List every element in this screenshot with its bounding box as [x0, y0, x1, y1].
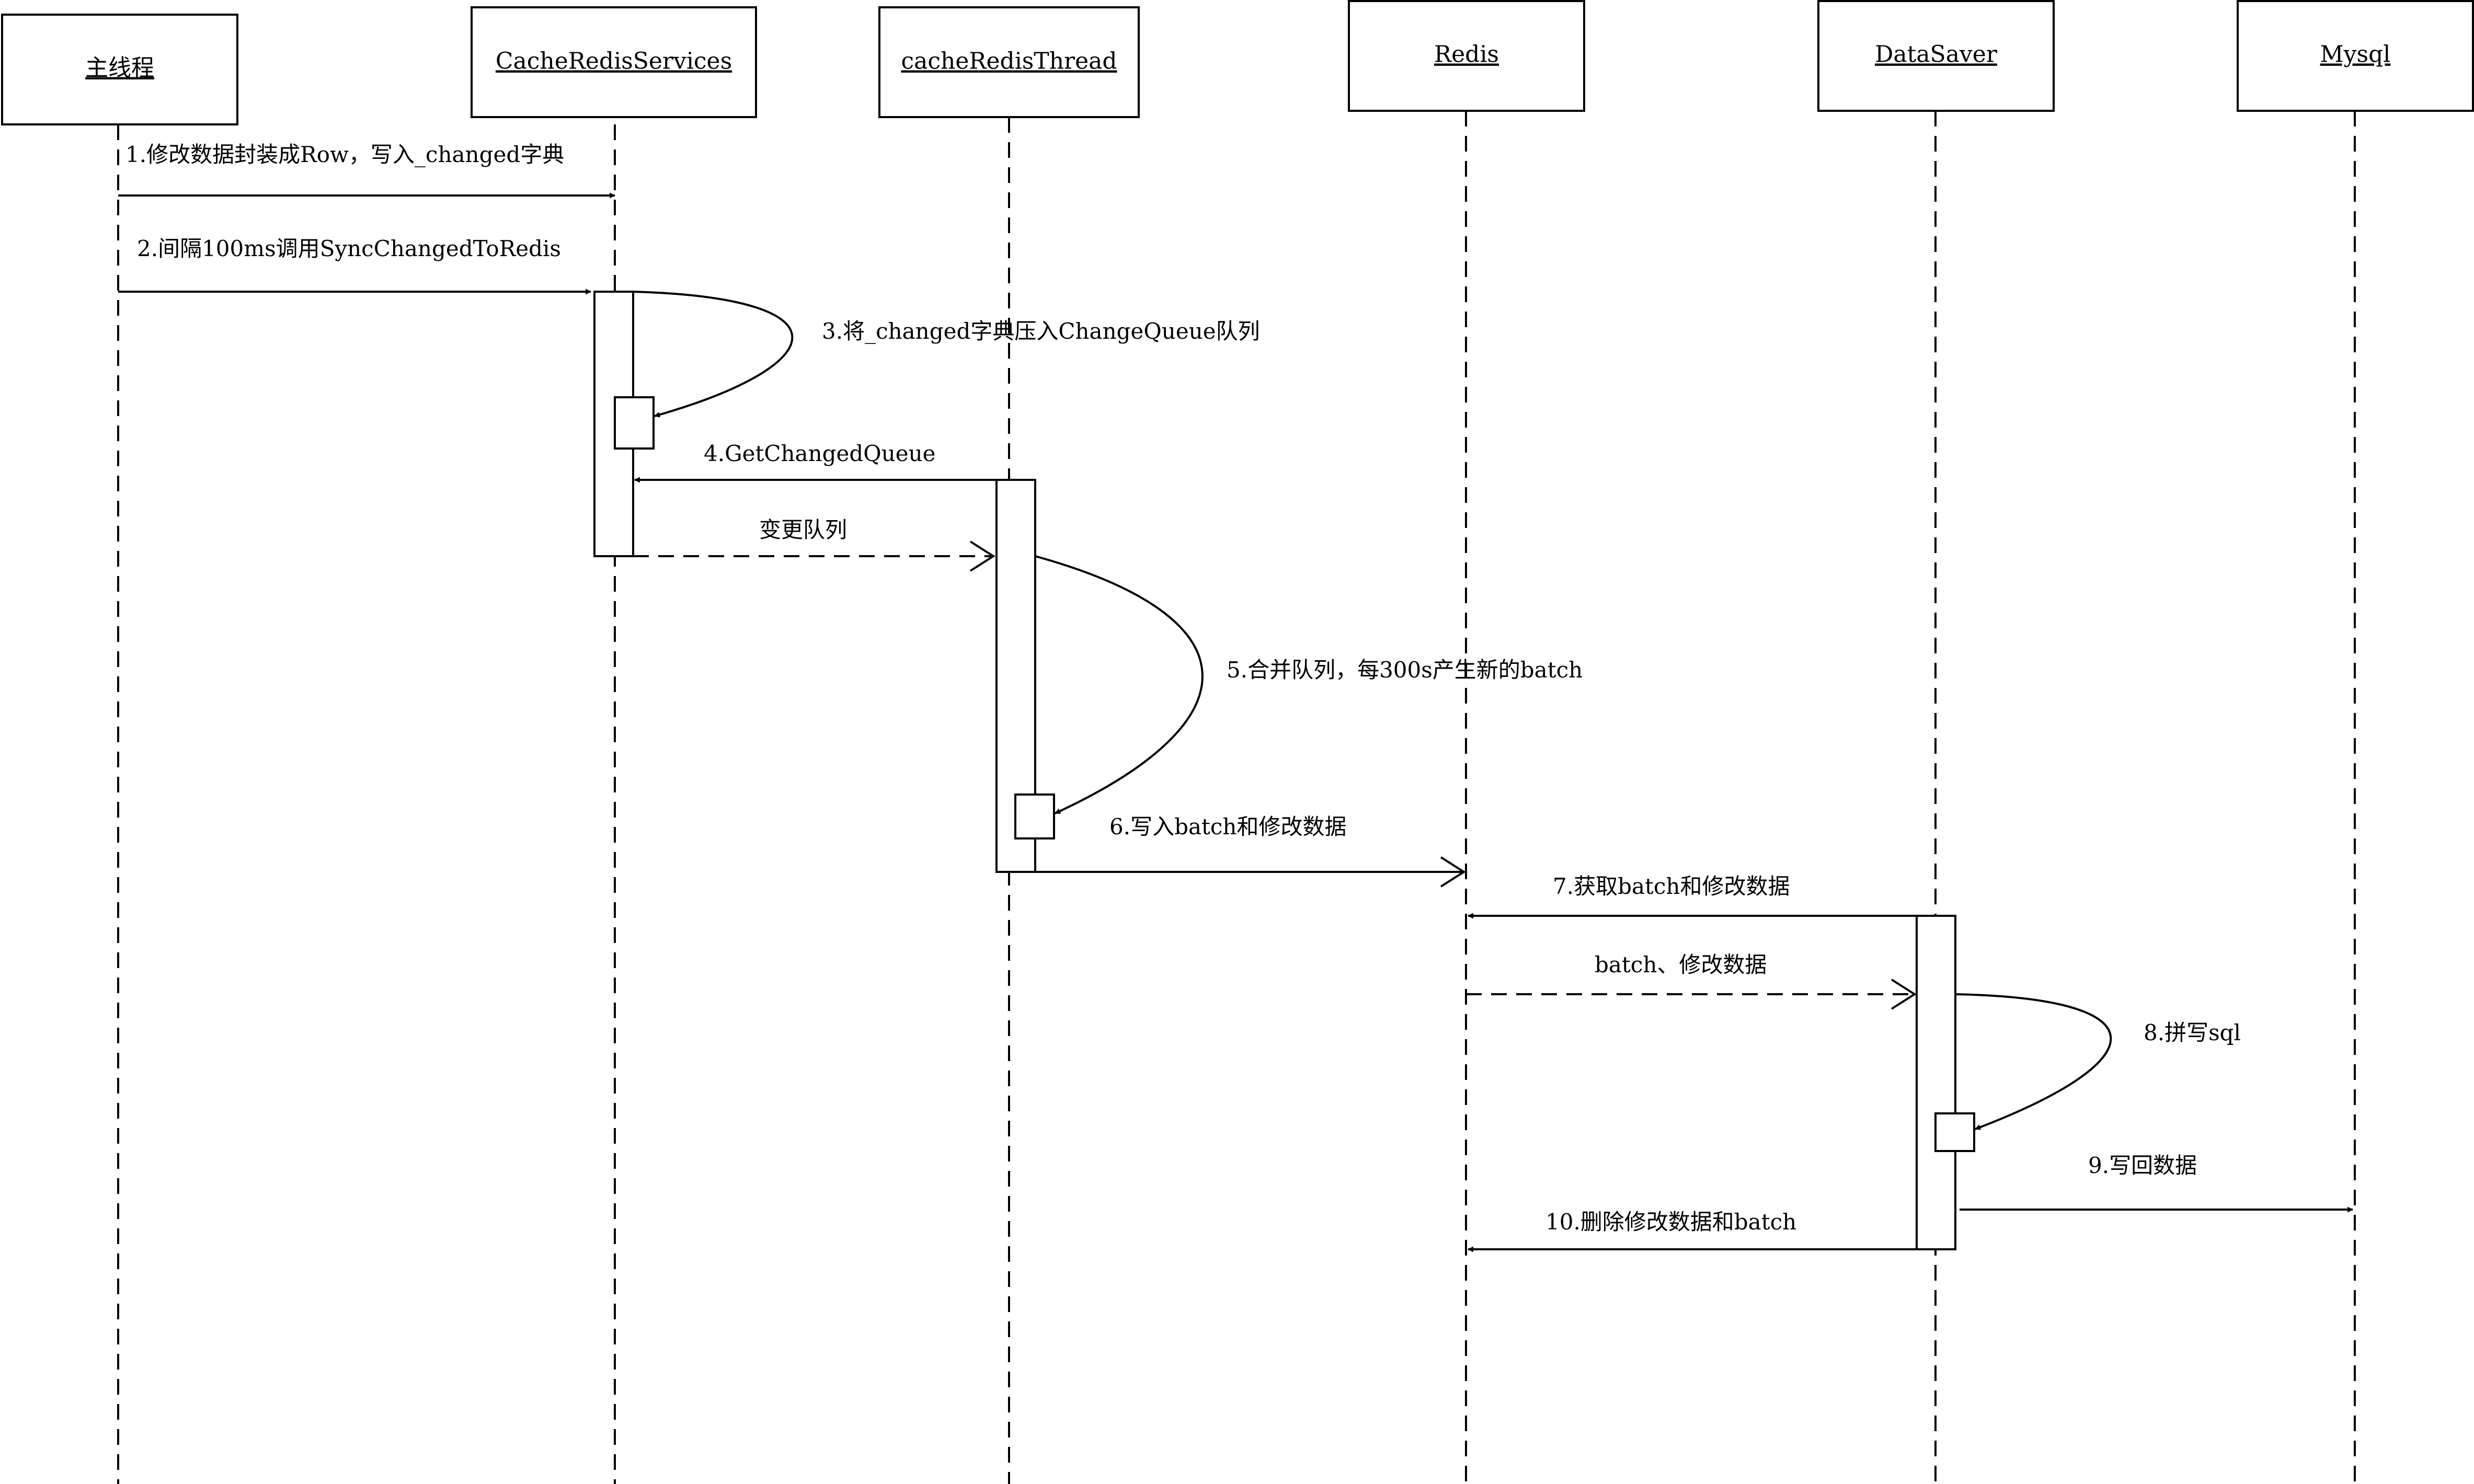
message-2-label: 2.间隔100ms调用SyncChangedToRedis [137, 236, 561, 261]
message-6-arrowhead [1440, 856, 1466, 888]
return-batch-data-label: batch、修改数据 [1595, 952, 1767, 977]
message-8: 8.拼写sql [1955, 993, 2241, 1130]
message-6: 6.写入batch和修改数据 [1035, 814, 1466, 888]
participant-cache-redis-services-label: CacheRedisServices [496, 48, 732, 75]
message-9-label: 9.写回数据 [2088, 1153, 2197, 1178]
message-6-label: 6.写入batch和修改数据 [1109, 814, 1346, 839]
message-8-label: 8.拼写sql [2144, 1020, 2241, 1045]
participant-cache-redis-thread-label: cacheRedisThread [901, 48, 1117, 75]
participant-main: 主线程 [1, 14, 238, 125]
participant-redis: Redis [1348, 0, 1585, 112]
message-5-arrow [1035, 555, 1204, 814]
return-change-queue-label: 变更队列 [759, 517, 847, 543]
message-1-label: 1.修改数据封装成Row，写入_changed字典 [125, 142, 564, 167]
participant-redis-label: Redis [1434, 41, 1499, 68]
nested-activation-data-saver [1934, 1112, 1975, 1152]
message-3-arrow [633, 291, 794, 418]
message-3: 3.将_changed字典压入ChangeQueue队列 [633, 291, 1260, 418]
message-3-label: 3.将_changed字典压入ChangeQueue队列 [822, 318, 1260, 344]
return-change-queue-arrowhead [969, 540, 995, 572]
message-10-label: 10.删除修改数据和batch [1545, 1209, 1796, 1235]
return-batch-data: batch、修改数据 [1466, 952, 1917, 1010]
return-change-queue: 变更队列 [633, 517, 995, 572]
participant-data-saver: DataSaver [1817, 0, 2055, 112]
message-10: 10.删除修改数据和batch [1467, 1209, 1917, 1252]
nested-activation-cache-redis-thread [1014, 793, 1055, 839]
nested-activation-cache-redis-services [614, 396, 655, 450]
participant-cache-redis-services: CacheRedisServices [471, 6, 757, 118]
message-7: 7.获取batch和修改数据 [1467, 873, 1917, 919]
message-8-arrow [1955, 993, 2112, 1130]
participant-data-saver-label: DataSaver [1875, 41, 1998, 68]
participant-mysql-label: Mysql [2320, 41, 2391, 68]
participant-mysql: Mysql [2237, 0, 2474, 112]
message-9: 9.写回数据 [1960, 1153, 2354, 1213]
message-2: 2.间隔100ms调用SyncChangedToRedis [118, 236, 592, 295]
message-1: 1.修改数据封装成Row，写入_changed字典 [118, 142, 616, 199]
message-5: 5.合并队列，每300s产生新的batch [1035, 555, 1583, 814]
return-batch-data-arrowhead [1891, 979, 1917, 1010]
message-5-label: 5.合并队列，每300s产生新的batch [1227, 657, 1583, 683]
message-4: 4.GetChangedQueue [634, 441, 997, 483]
participant-main-label: 主线程 [85, 55, 154, 82]
message-7-label: 7.获取batch和修改数据 [1553, 873, 1790, 899]
participant-cache-redis-thread: cacheRedisThread [878, 6, 1140, 118]
message-4-label: 4.GetChangedQueue [704, 441, 936, 466]
activation-data-saver [1916, 915, 1956, 1250]
